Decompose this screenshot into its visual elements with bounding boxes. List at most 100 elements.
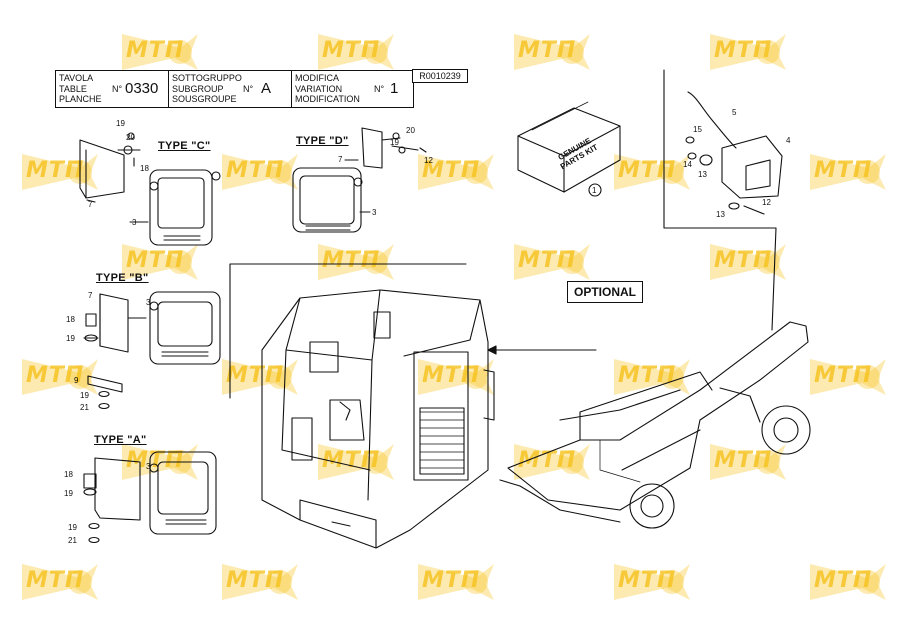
table-label-fr: PLANCHE bbox=[59, 94, 102, 104]
watermark-text: МТП bbox=[714, 38, 773, 63]
watermark-logo: МТП bbox=[316, 30, 396, 79]
watermark-text: МТП bbox=[518, 38, 577, 63]
watermark-text: МТП bbox=[126, 248, 185, 273]
callout-d-12: 12 bbox=[424, 156, 433, 165]
optional-frame-line bbox=[663, 69, 777, 331]
optional-label: OPTIONAL bbox=[567, 281, 643, 303]
watermark-text: МТП bbox=[26, 568, 85, 593]
watermark-text: МТП bbox=[26, 363, 85, 388]
type-b-heading: TYPE "B" bbox=[96, 272, 149, 284]
subgroup-value: A bbox=[261, 80, 272, 97]
subgroup-label-en: SUBGROUP bbox=[172, 83, 224, 94]
callout-b-7: 7 bbox=[88, 291, 93, 300]
watermark-text: МТП bbox=[814, 568, 873, 593]
watermark-logo: МТП bbox=[220, 150, 300, 199]
variation-value: 1 bbox=[390, 80, 399, 97]
variation-cell: MODIFICA VARIATION MODIFICATION N° 1 bbox=[292, 71, 413, 107]
watermark-text: МТП bbox=[322, 248, 381, 273]
cab-drawing bbox=[261, 289, 495, 549]
callout-a-19: 19 bbox=[64, 489, 73, 498]
watermark-text: МТП bbox=[714, 248, 773, 273]
callout-b-9: 9 bbox=[74, 376, 79, 385]
table-label-it: TAVOLA bbox=[59, 73, 94, 83]
callout-d-20: 20 bbox=[406, 126, 415, 135]
control-unit-drawing bbox=[685, 91, 783, 215]
callout-c-20: 20 bbox=[126, 133, 135, 142]
watermark-logo: МТП bbox=[416, 150, 496, 199]
watermark-logo: МТП bbox=[220, 560, 300, 609]
subgroup-cell: SOTTOGRUPPO SUBGROUP SOUSGROUPE N° A bbox=[169, 71, 292, 107]
watermark-text: МТП bbox=[322, 38, 381, 63]
callout-b-21: 21 bbox=[80, 403, 89, 412]
watermark-text: МТП bbox=[226, 568, 285, 593]
callout-c-3: 3 bbox=[132, 218, 137, 227]
watermark-logo: МТП bbox=[612, 150, 692, 199]
table-label-en: TABLE bbox=[59, 83, 87, 94]
watermark-text: МТП bbox=[422, 158, 481, 183]
lamp-type-b-drawing bbox=[83, 291, 221, 410]
watermark-text: МТП bbox=[814, 158, 873, 183]
watermark-logo: МТП bbox=[220, 355, 300, 404]
subgroup-label-it: SOTTOGRUPPO bbox=[172, 73, 242, 83]
subgroup-label-fr: SOUSGROUPE bbox=[172, 94, 237, 104]
lamp-type-d-drawing bbox=[292, 127, 427, 233]
watermark-text: МТП bbox=[422, 568, 481, 593]
callout-opt-4: 4 bbox=[786, 136, 791, 145]
watermark-logo: МТП bbox=[708, 30, 788, 79]
cab-detail-frame bbox=[229, 263, 467, 399]
type-d-heading: TYPE "D" bbox=[296, 135, 349, 147]
watermark-logo: МТП bbox=[708, 440, 788, 489]
watermark-logo: МТП bbox=[808, 355, 888, 404]
watermark-text: МТП bbox=[714, 448, 773, 473]
callout-opt-13: 13 bbox=[698, 170, 707, 179]
callout-b-19b: 19 bbox=[80, 391, 89, 400]
parts-kit-box-drawing bbox=[517, 101, 621, 197]
callout-opt-13b: 13 bbox=[716, 210, 725, 219]
watermark-text: МТП bbox=[618, 158, 677, 183]
watermark-text: МТП bbox=[226, 363, 285, 388]
watermark-text: МТП bbox=[226, 158, 285, 183]
callout-c-19: 19 bbox=[116, 119, 125, 128]
callout-b-18: 18 bbox=[66, 315, 75, 324]
machine-drawing bbox=[499, 321, 811, 529]
callout-c-18: 18 bbox=[140, 164, 149, 173]
watermark-logo: МТП bbox=[708, 240, 788, 289]
watermark-logo: МТП bbox=[20, 355, 100, 404]
callout-b-19: 19 bbox=[66, 334, 75, 343]
callout-a-3: 3 bbox=[146, 462, 151, 471]
watermark-logo: МТП bbox=[120, 240, 200, 289]
watermark-logo: МТП bbox=[20, 560, 100, 609]
callout-d-3: 3 bbox=[372, 208, 377, 217]
watermark-text: МТП bbox=[618, 568, 677, 593]
reference-code: R0010239 bbox=[412, 69, 468, 83]
watermark-text: МТП bbox=[518, 248, 577, 273]
table-cell: TAVOLA TABLE PLANCHE N° 0330 bbox=[56, 71, 169, 107]
lamp-type-c-drawing bbox=[79, 132, 221, 246]
callout-a-21: 21 bbox=[68, 536, 77, 545]
watermark-logo: МТП bbox=[808, 150, 888, 199]
callout-a-18: 18 bbox=[64, 470, 73, 479]
watermark-logo: МТП bbox=[512, 240, 592, 289]
subgroup-no-label: N° bbox=[243, 84, 254, 94]
watermark-logo: МТП bbox=[612, 560, 692, 609]
watermark-logo: МТП bbox=[416, 560, 496, 609]
callout-kit-1: 1 bbox=[592, 186, 597, 195]
watermark-logo: МТП bbox=[512, 30, 592, 79]
watermark-text: МТП bbox=[814, 363, 873, 388]
variation-label-fr: MODIFICATION bbox=[295, 94, 360, 104]
type-a-heading: TYPE "A" bbox=[94, 434, 147, 446]
watermark-logo: МТП bbox=[416, 355, 496, 404]
table-number: 0330 bbox=[125, 80, 159, 97]
watermark-text: МТП bbox=[126, 38, 185, 63]
table-no-label: N° bbox=[112, 84, 123, 94]
callout-opt-14: 14 bbox=[683, 160, 692, 169]
callout-d-19: 19 bbox=[390, 138, 399, 147]
variation-label-it: MODIFICA bbox=[295, 73, 339, 83]
watermark-logo: МТП bbox=[808, 560, 888, 609]
variation-label-en: VARIATION bbox=[295, 83, 343, 94]
watermark-logo: МТП bbox=[512, 440, 592, 489]
callout-opt-15: 15 bbox=[693, 125, 702, 134]
callout-a-19b: 19 bbox=[68, 523, 77, 532]
header-table: TAVOLA TABLE PLANCHE N° 0330 SOTTOGRUPPO… bbox=[55, 70, 414, 108]
